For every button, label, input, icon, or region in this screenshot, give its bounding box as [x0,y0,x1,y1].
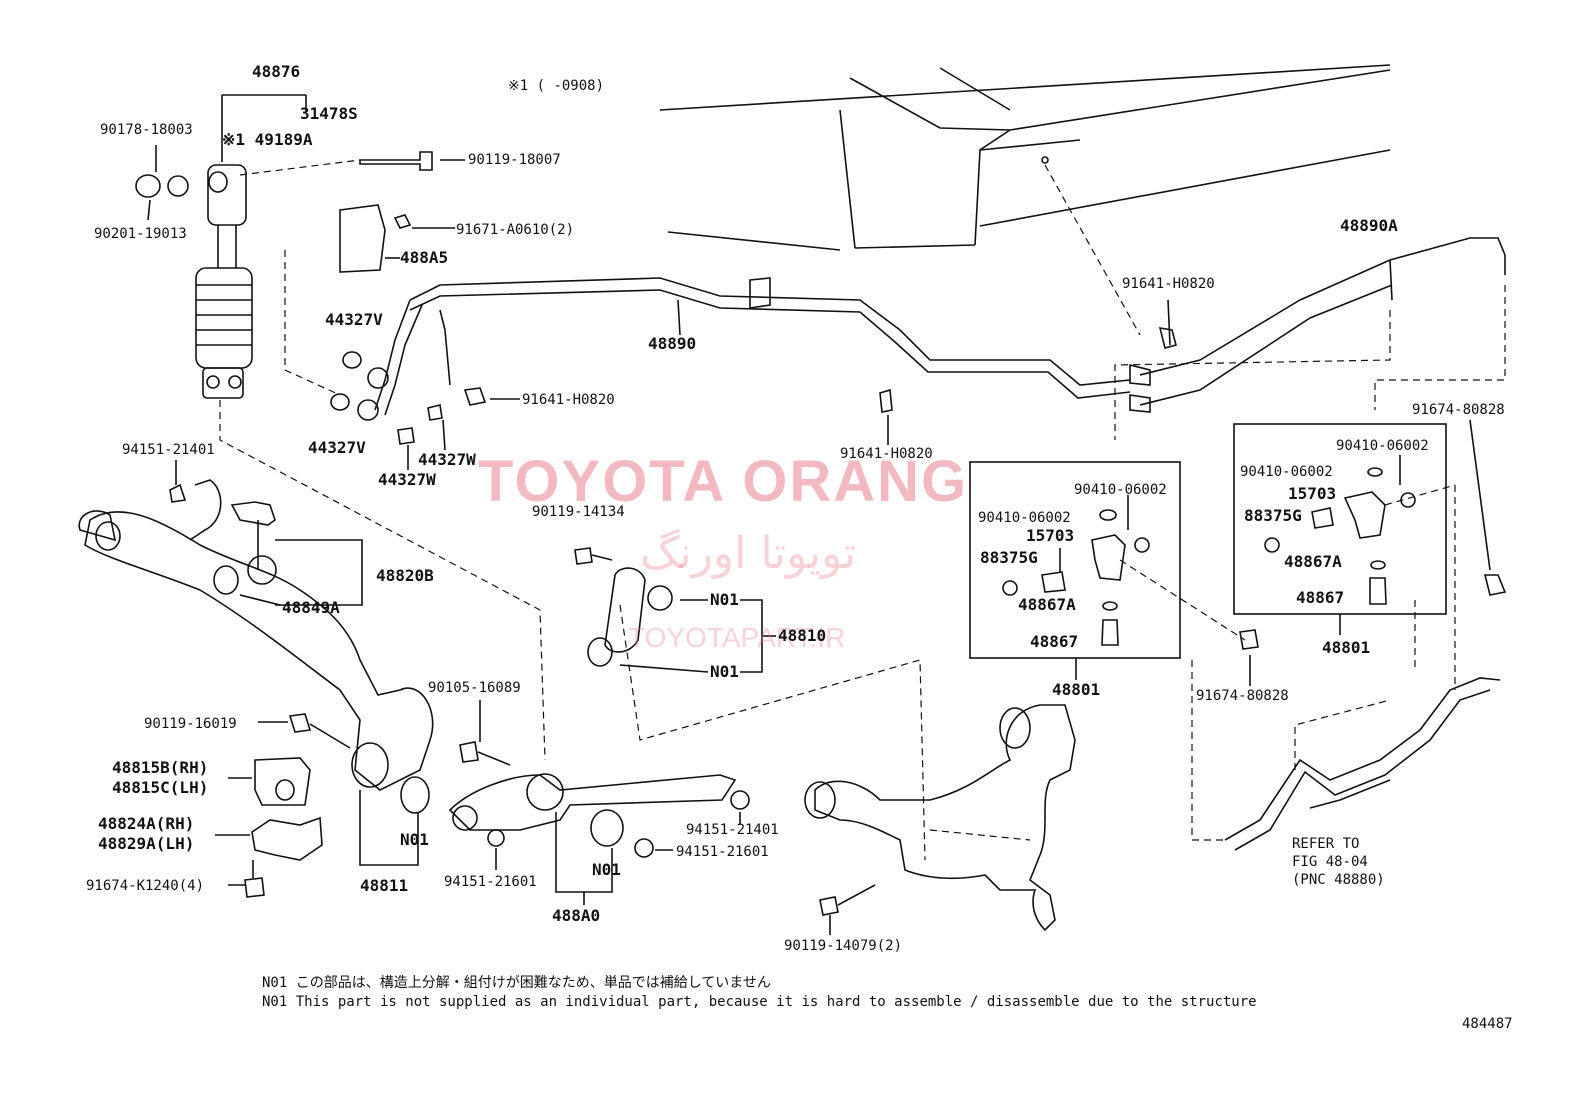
label-90119-14079[interactable]: 90119-14079(2) [784,938,903,954]
nut-94151-21401b [730,790,750,810]
watermark-farsi: تویوتا اورنگ [640,528,856,579]
steering-knuckle [814,704,1076,932]
label-90119-16019[interactable]: 90119-16019 [144,716,237,732]
label-44327v-2[interactable]: 44327V [308,438,366,457]
label-91674-80828-a[interactable]: 91674-80828 [1196,688,1289,704]
label-48867-b[interactable]: 48867 [1296,588,1345,607]
label-88375g-b[interactable]: 88375G [1244,506,1302,525]
nut-94151-21601b [634,838,654,858]
label-31478s[interactable]: 31478S [300,104,358,123]
label-90119-18007[interactable]: 90119-18007 [468,152,561,168]
label-48876[interactable]: 48876 [252,62,301,81]
shock-absorber-48876 [195,164,253,399]
label-48824a[interactable]: 48824A(RH) [98,814,195,833]
label-88375g-a[interactable]: 88375G [980,548,1038,567]
label-90410-06002-d[interactable]: 90410-06002 [1240,464,1333,480]
label-44327w-1[interactable]: 44327W [418,450,476,469]
bolt-90119-14079 [819,896,839,916]
nut-94151-21401 [169,483,187,503]
bracket-48824a [251,816,323,861]
label-91674-k1240[interactable]: 91674-K1240(4) [86,878,205,894]
bracket-488a5 [339,204,386,273]
watermark-main: TOYOTA ORANG [478,449,969,514]
label-15703-a[interactable]: 15703 [1026,526,1075,545]
label-44327v-1[interactable]: 44327V [325,310,383,329]
footnote-jp: N01 この部品は、構造上分解・組付けが困難なため、単品では補給していません [262,975,771,991]
label-91641-h0820-b[interactable]: 91641-H0820 [840,446,933,462]
label-48867a-a[interactable]: 48867A [1018,595,1076,614]
label-48867-a[interactable]: 48867 [1030,632,1079,651]
label-15703-b[interactable]: 15703 [1288,484,1337,503]
label-94151-21401-b[interactable]: 94151-21401 [686,822,779,838]
clip-44327v [342,351,362,369]
label-49189a[interactable]: ※1 49189A [222,130,313,149]
label-488a0[interactable]: 488A0 [552,906,601,925]
label-48815b[interactable]: 48815B(RH) [112,758,209,777]
label-90201-19013[interactable]: 90201-19013 [94,226,187,242]
label-refer-fig[interactable]: FIG 48-04 [1292,854,1368,870]
figure-id: 484487 [1462,1016,1513,1032]
label-90410-06002-b[interactable]: 90410-06002 [978,510,1071,526]
label-48890[interactable]: 48890 [648,334,697,353]
label-94151-21601-b[interactable]: 94151-21601 [676,844,769,860]
bushing-48811 [351,742,389,788]
valve-body-15703 [1091,534,1126,581]
pipe-refer-48880 [1224,677,1501,841]
label-91641-h0820-c[interactable]: 91641-H0820 [1122,276,1215,292]
label-91674-80828-b[interactable]: 91674-80828 [1412,402,1505,418]
label-94151-21401-a[interactable]: 94151-21401 [122,442,215,458]
label-n01-d[interactable]: N01 [592,860,621,879]
label-48811[interactable]: 48811 [360,876,409,895]
label-48810[interactable]: 48810 [778,626,827,645]
label-48801-a[interactable]: 48801 [1052,680,1101,699]
label-48890a[interactable]: 48890A [1340,216,1398,235]
stabilizer-bar [84,511,434,791]
label-91641-h0820-a[interactable]: 91641-H0820 [522,392,615,408]
pipe-48890 [409,277,1131,386]
label-48801-b[interactable]: 48801 [1322,638,1371,657]
label-refer-to: REFER TO [1292,836,1360,852]
label-n01-a[interactable]: N01 [710,590,739,609]
label-90119-14134[interactable]: 90119-14134 [532,504,625,520]
header-note: ※1 ( -0908) [508,78,605,94]
label-refer-pnc: (PNC 48880) [1292,872,1385,888]
bolt-90105-16089 [459,741,479,763]
label-90105-16089[interactable]: 90105-16089 [428,680,521,696]
label-94151-21601-a[interactable]: 94151-21601 [444,874,537,890]
label-44327w-2[interactable]: 44327W [378,470,436,489]
bolt-90119-18007 [359,151,433,171]
watermark-url: TOYOTAPART.IR [628,622,846,653]
bushing-48849a [213,565,239,595]
label-90178-18003[interactable]: 90178-18003 [100,122,193,138]
arm-488a0 [448,774,737,831]
label-91671-a0610[interactable]: 91671-A0610(2) [456,222,575,238]
label-n01-c[interactable]: N01 [400,830,429,849]
box-48801-right [1233,423,1447,615]
link-48810 [604,567,646,653]
label-90410-06002-c[interactable]: 90410-06002 [1336,438,1429,454]
body-hole [1041,156,1049,164]
nut-90178 [135,174,161,198]
bolt-44327w [427,404,443,421]
valve-body-15703b [1343,491,1386,539]
label-48867a-b[interactable]: 48867A [1284,552,1342,571]
box-48801-left [969,461,1181,659]
label-488a5[interactable]: 488A5 [400,248,449,267]
label-48820b[interactable]: 48820B [376,566,434,585]
label-48829a[interactable]: 48829A(LH) [98,834,195,853]
label-48815c[interactable]: 48815C(LH) [112,778,209,797]
vehicle-body-outline [659,64,1391,251]
bushing-48815 [254,757,311,806]
stabilizer-link-48820b [230,501,276,526]
label-n01-b[interactable]: N01 [710,662,739,681]
label-90410-06002-a[interactable]: 90410-06002 [1074,482,1167,498]
bolt-90119-14134 [574,547,593,565]
pipe-48890a [1139,237,1506,376]
label-48849a[interactable]: 48849A [282,598,340,617]
footnote-en: N01 This part is not supplied as an indi… [262,994,1257,1010]
